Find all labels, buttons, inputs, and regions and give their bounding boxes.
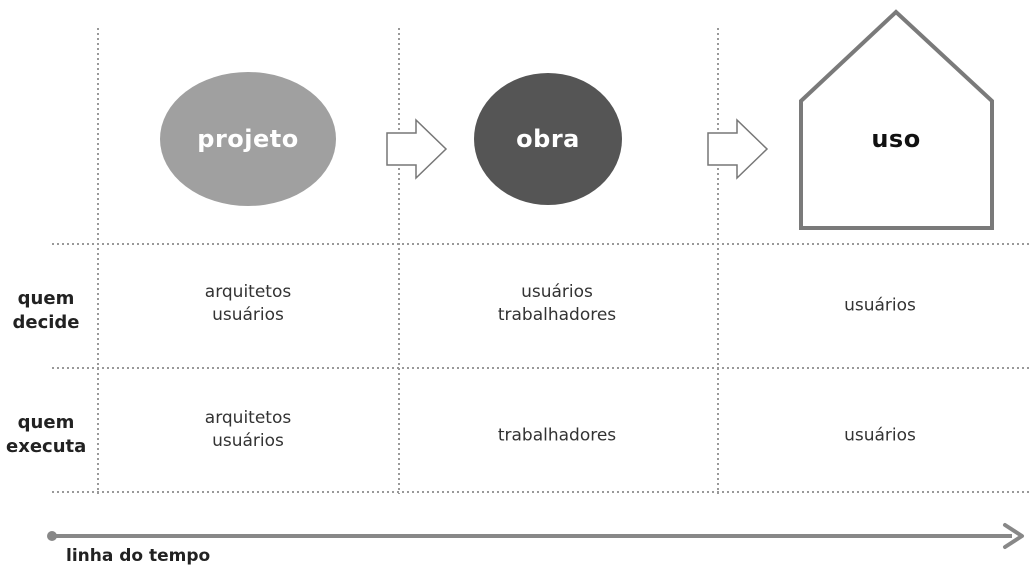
timeline-label: linha do tempo [66, 546, 211, 566]
stage-label-projeto: projeto [197, 125, 299, 153]
cell-text: arquitetos [204, 408, 292, 428]
arrow-projeto-to-obra [386, 118, 448, 180]
uso-house [799, 9, 994, 230]
cell-text: arquitetos [204, 282, 292, 302]
timeline-arrowhead [1003, 523, 1024, 549]
cell-text: usuários [521, 282, 593, 302]
row-label-quem-executa: quem executa [6, 411, 86, 459]
decide-uso-cell: usuários [844, 295, 916, 318]
cell-text: usuários [844, 425, 916, 446]
decide-obra-cell: usuários trabalhadores [498, 281, 616, 327]
cell-text: trabalhadores [497, 305, 617, 325]
row-label-decide-line1: quem [17, 288, 75, 309]
arrow-obra-to-uso [707, 118, 769, 180]
row-label-executa-line1: quem [17, 412, 75, 433]
cell-text: trabalhadores [497, 425, 617, 446]
executa-obra-cell: trabalhadores [498, 425, 616, 448]
row-label-decide-line2: decide [12, 312, 80, 333]
executa-uso-cell: usuários [844, 425, 916, 448]
projeto-ellipse [160, 72, 336, 206]
cell-text: usuários [212, 305, 284, 325]
stage-label-uso: uso [871, 125, 921, 153]
obra-ellipse [474, 73, 622, 205]
cell-text: usuários [212, 431, 284, 451]
row-label-quem-decide: quem decide [6, 287, 86, 335]
cell-text: usuários [844, 295, 916, 316]
row-label-executa-line2: executa [6, 436, 87, 457]
decide-projeto-cell: arquitetos usuários [205, 281, 291, 327]
executa-projeto-cell: arquitetos usuários [205, 407, 291, 453]
stage-label-obra: obra [516, 125, 580, 153]
